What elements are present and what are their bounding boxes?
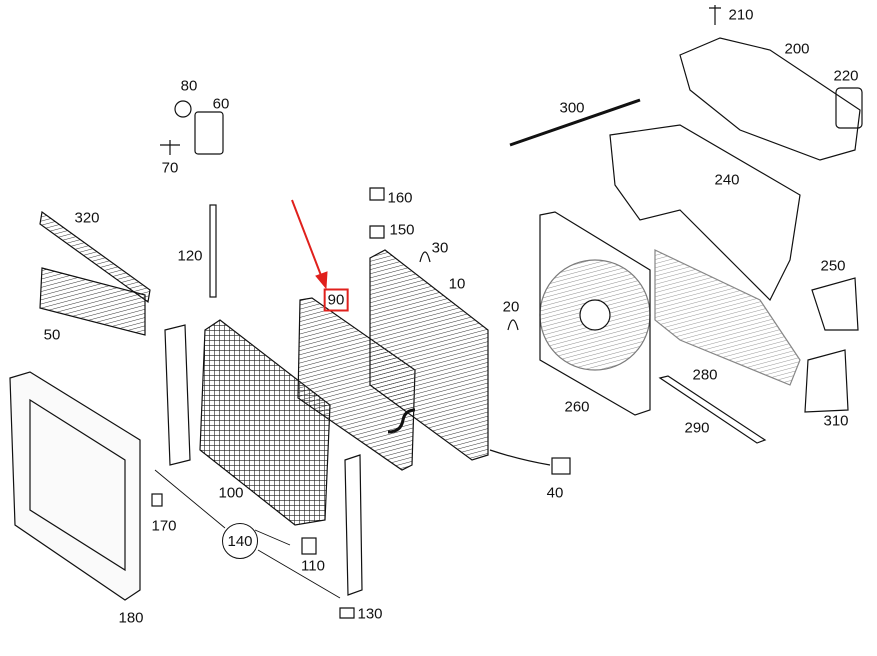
callout-60[interactable]: 60 [212,95,230,113]
part-30-clip [419,251,431,263]
part-side-bracket-left [164,324,191,466]
part-170-clip [151,493,163,507]
part-side-bracket-right [344,454,363,596]
callout-170[interactable]: 170 [151,517,177,535]
callout-100[interactable]: 100 [218,484,244,502]
callout-10[interactable]: 10 [448,275,466,293]
part-180-frame [9,371,141,601]
callout-140-circled[interactable]: 140 [222,523,258,559]
part-130-nut [339,607,355,619]
callout-290[interactable]: 290 [684,419,710,437]
part-40-sensor [551,457,571,475]
part-60-housing [194,111,224,155]
callout-280[interactable]: 280 [692,366,718,384]
part-200-panel [679,37,861,161]
part-20-clip [507,319,519,331]
part-70-screw [160,140,180,155]
callout-180[interactable]: 180 [118,609,144,627]
part-120-rod [209,204,217,298]
callout-240[interactable]: 240 [714,171,740,189]
callout-90-highlighted[interactable]: 90 [323,288,349,312]
part-50-condenser [39,267,146,336]
callout-30[interactable]: 30 [431,239,449,257]
callout-130[interactable]: 130 [357,605,383,623]
callout-40[interactable]: 40 [546,484,564,502]
callout-300[interactable]: 300 [559,99,585,117]
callout-210[interactable]: 210 [728,6,754,24]
callout-150[interactable]: 150 [389,221,415,239]
part-160-clip [369,187,385,201]
callout-220[interactable]: 220 [833,67,859,85]
part-310-bracket [804,349,849,413]
part-220-cover [835,87,863,129]
part-250-bracket [811,277,859,331]
callout-250[interactable]: 250 [820,257,846,275]
part-210-screw [709,5,721,25]
callout-120[interactable]: 120 [177,247,203,265]
callout-160[interactable]: 160 [387,189,413,207]
part-150-clip [369,225,385,239]
part-240-air-guide [609,124,801,302]
part-280-duct [654,249,801,386]
part-290-strip [658,375,767,444]
callout-70[interactable]: 70 [161,159,179,177]
part-300-strip [509,98,641,147]
highlight-arrow [291,199,328,290]
callout-20[interactable]: 20 [502,298,520,316]
callout-80[interactable]: 80 [180,77,198,95]
callout-50[interactable]: 50 [43,326,61,344]
part-80-seal [174,100,192,118]
callout-200[interactable]: 200 [784,40,810,58]
part-110-plug [301,537,317,555]
part-140-leader-lines [154,469,341,599]
part-10-radiator [369,249,489,461]
callout-320[interactable]: 320 [74,209,100,227]
callout-110[interactable]: 110 [301,557,325,575]
part-90-condenser [297,297,416,471]
callout-260[interactable]: 260 [564,398,590,416]
part-100-radiator [199,319,331,526]
part-320-cooler [39,210,151,304]
callout-310[interactable]: 310 [823,412,849,430]
